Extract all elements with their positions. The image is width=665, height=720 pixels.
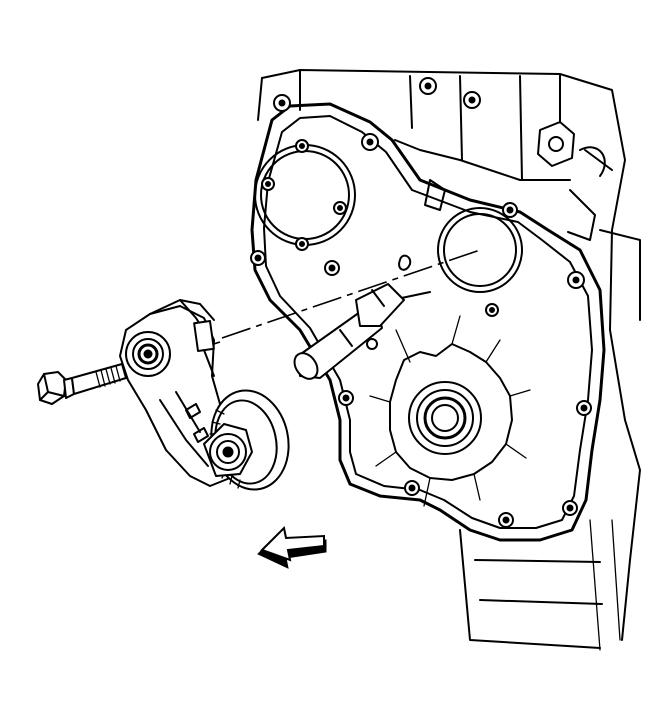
- cover-bolt: [295, 237, 309, 251]
- cover-bolt: [324, 260, 340, 276]
- cover-bolt: [463, 91, 481, 109]
- cover-bolt: [361, 133, 379, 151]
- drive-belt-tensioner: [119, 299, 290, 491]
- engine-block: [257, 69, 641, 651]
- cover-bolt: [261, 177, 275, 191]
- crankshaft-seal-area: [369, 315, 531, 507]
- cover-bolt: [562, 500, 578, 516]
- camshaft-sprocket-cover: [254, 144, 356, 246]
- arrow-front-of-vehicle-icon: [257, 525, 327, 569]
- tensioner-pulley: [203, 389, 290, 491]
- upper-mount-boss: [537, 121, 606, 177]
- cover-bolts: [250, 77, 592, 528]
- cover-bolt: [498, 512, 514, 528]
- cover-bolt: [250, 250, 266, 266]
- cover-bolt: [404, 480, 420, 496]
- cover-bolt: [295, 139, 309, 153]
- front-cover-gasket-edge: [263, 115, 593, 529]
- cover-bolt: [576, 400, 592, 416]
- sensor-tube: [293, 283, 405, 380]
- crankshaft-seal: [408, 381, 482, 455]
- cover-bolt: [338, 390, 354, 406]
- tensioner-bolt: [37, 363, 127, 405]
- cover-bolt: [485, 303, 499, 317]
- cover-bolt: [502, 202, 518, 218]
- cover-bolt: [567, 271, 585, 289]
- cover-bolt: [419, 77, 437, 95]
- bolt-shank: [71, 363, 127, 395]
- cover-bolt: [333, 201, 347, 215]
- front-cover: [250, 102, 606, 542]
- front-cover-boss: [437, 207, 523, 293]
- cover-bolt: [273, 94, 291, 112]
- bolt-centerline: [221, 249, 481, 339]
